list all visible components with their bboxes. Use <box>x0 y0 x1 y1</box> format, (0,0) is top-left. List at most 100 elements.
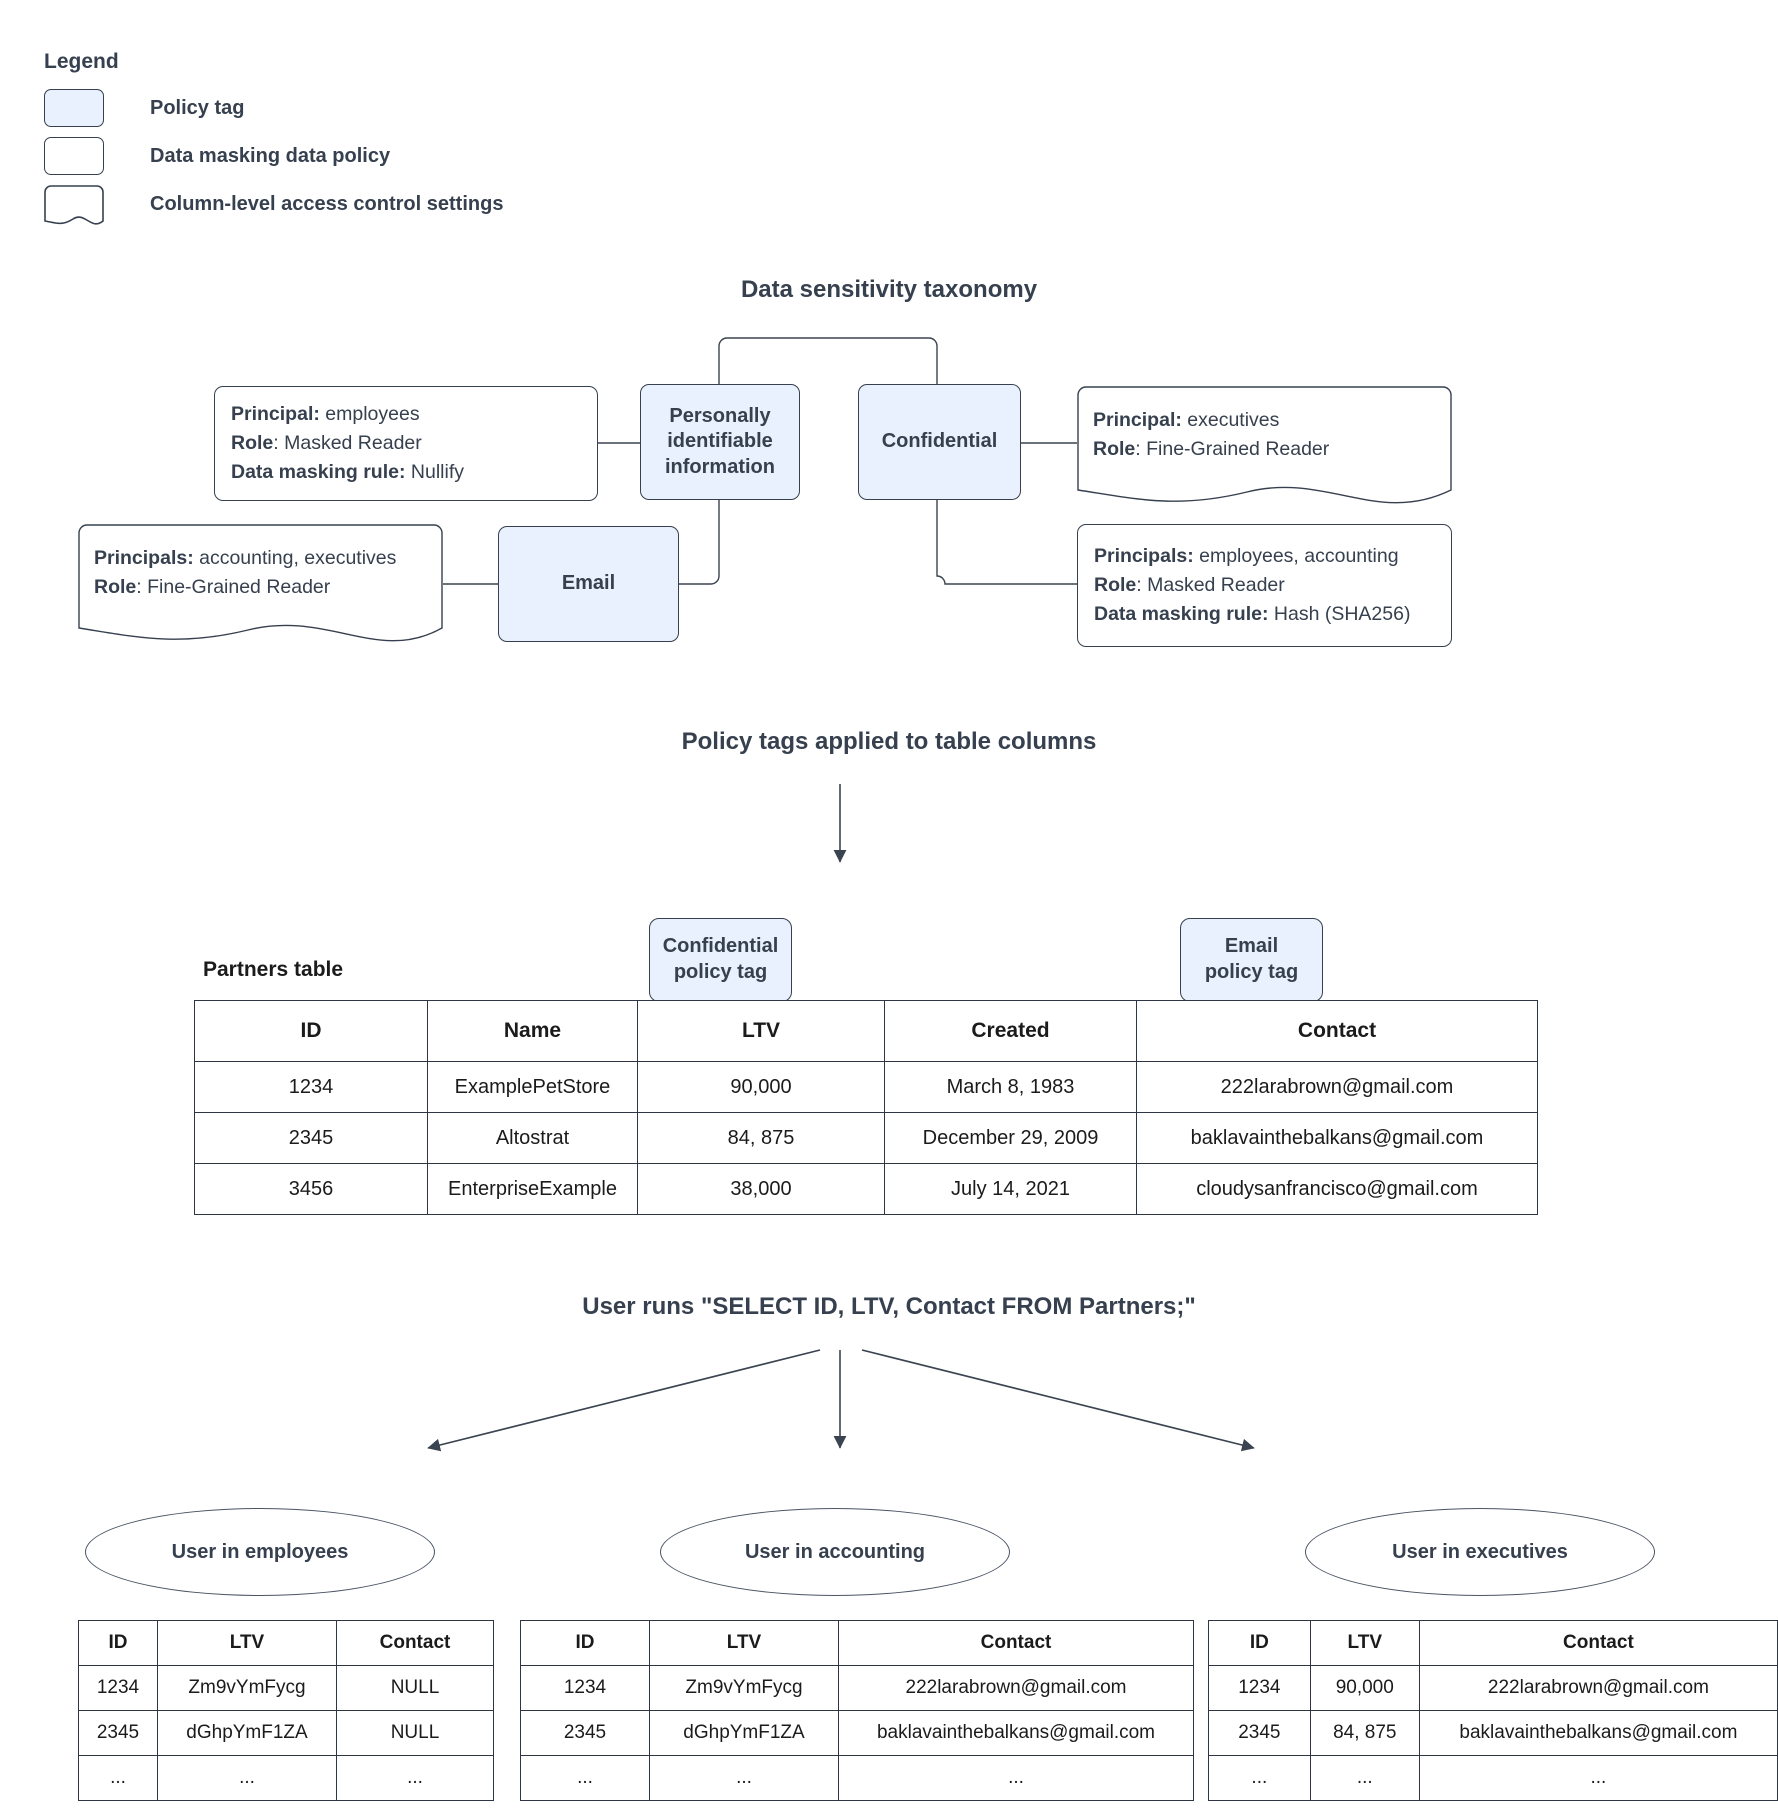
result-table-executives: ID LTV Contact 1234 90,000 222larabrown@… <box>1208 1620 1778 1801</box>
cell-ltv: 90,000 <box>637 1061 885 1113</box>
legend-item-policy-tag: Policy tag <box>44 84 503 132</box>
cell-id: 1234 <box>78 1665 158 1711</box>
access-control-email[interactable]: Principals: accounting, executives Role:… <box>78 524 443 649</box>
cell-ltv: ... <box>1309 1755 1420 1801</box>
column-header-contact: Contact <box>1136 1000 1538 1062</box>
actor-user-in-executives[interactable]: User in executives <box>1305 1508 1655 1596</box>
actor-user-in-employees[interactable]: User in employees <box>85 1508 435 1596</box>
policy-tag-badge-confidential[interactable]: Confidential policy tag <box>649 918 792 1002</box>
principal-value: employees <box>319 402 420 425</box>
badge-line-1: Email <box>1224 935 1279 958</box>
legend-item-label: Policy tag <box>150 96 245 119</box>
table-row: 1234 90,000 222larabrown@gmail.com <box>1208 1665 1778 1711</box>
cell-ltv: 90,000 <box>1309 1665 1420 1711</box>
actor-label: User in executives <box>1392 1540 1568 1563</box>
cell-contact: ... <box>838 1755 1194 1801</box>
masking-rule-value: Hash (SHA256) <box>1268 603 1411 626</box>
data-policy-confidential-masking-text: Principals: employees, accounting Role: … <box>1094 542 1410 630</box>
cell-id: 2345 <box>520 1710 650 1756</box>
role-label: Role <box>1094 573 1137 596</box>
access-control-swatch-icon <box>44 185 104 225</box>
column-header-id: ID <box>78 1620 158 1666</box>
role-label: Role <box>94 576 137 599</box>
principal-value: executives <box>1181 409 1280 431</box>
table-row: 2345 dGhpYmF1ZA NULL <box>78 1710 494 1756</box>
cell-contact: baklavainthebalkans@gmail.com <box>1418 1710 1778 1756</box>
taxonomy-heading: Data sensitivity taxonomy <box>740 276 1038 303</box>
cell-contact: ... <box>336 1755 494 1801</box>
table-header-row: ID LTV Contact <box>1208 1620 1778 1666</box>
table-row: ... ... ... <box>1208 1755 1778 1801</box>
policy-tag-email-label: Email <box>561 572 616 595</box>
column-header-created: Created <box>884 1000 1137 1062</box>
actor-label: User in accounting <box>744 1540 926 1563</box>
actor-user-in-accounting[interactable]: User in accounting <box>660 1508 1010 1596</box>
badge-line-2: policy tag <box>1204 961 1299 983</box>
policy-tag-email[interactable]: Email <box>498 526 679 642</box>
table-row: ... ... ... <box>78 1755 494 1801</box>
principal-value: employees, accounting <box>1193 544 1399 567</box>
table-row: 1234 Zm9vYmFycg 222larabrown@gmail.com <box>520 1665 1194 1711</box>
access-control-confidential-text: Principal: executives Role: Fine-Grained… <box>1093 406 1329 465</box>
table-row: ... ... ... <box>520 1755 1194 1801</box>
cell-name: Altostrat <box>427 1112 638 1164</box>
access-control-confidential[interactable]: Principal: executives Role: Fine-Grained… <box>1077 386 1452 511</box>
cell-contact: ... <box>1418 1755 1778 1801</box>
data-policy-pii-masking[interactable]: Principal: employees Role: Masked Reader… <box>214 386 598 501</box>
role-value: : Fine-Grained Reader <box>136 576 331 599</box>
cell-id: 1234 <box>194 1061 428 1113</box>
role-label: Role <box>1093 438 1136 461</box>
policy-tag-pii-label: Personally identifiable information <box>665 404 775 478</box>
policy-tag-confidential-label: Confidential <box>881 430 998 453</box>
column-header-contact: Contact <box>336 1620 494 1666</box>
policy-tag-swatch-icon <box>44 89 104 127</box>
role-value: : Masked Reader <box>1136 573 1285 596</box>
policy-tag-badge-email[interactable]: Email policy tag <box>1180 918 1323 1002</box>
cell-contact: 222larabrown@gmail.com <box>838 1665 1194 1711</box>
cell-id: 1234 <box>520 1665 650 1711</box>
masking-rule-value: Nullify <box>405 461 464 484</box>
table-row: 3456 EnterpriseExample 38,000 July 14, 2… <box>194 1163 1538 1215</box>
cell-created: March 8, 1983 <box>884 1061 1137 1113</box>
data-policy-pii-masking-text: Principal: employees Role: Masked Reader… <box>231 400 464 488</box>
legend-item-label: Column-level access control settings <box>150 192 504 215</box>
table-row: 2345 84, 875 baklavainthebalkans@gmail.c… <box>1208 1710 1778 1756</box>
cell-name: EnterpriseExample <box>427 1163 638 1215</box>
column-header-contact: Contact <box>1418 1620 1778 1666</box>
policy-tag-confidential[interactable]: Confidential <box>858 384 1021 500</box>
cell-id: ... <box>1208 1755 1311 1801</box>
role-value: : Fine-Grained Reader <box>1135 438 1330 461</box>
result-table-accounting: ID LTV Contact 1234 Zm9vYmFycg 222larabr… <box>520 1620 1194 1801</box>
cell-ltv: Zm9vYmFycg <box>157 1665 337 1711</box>
table-header-row: ID Name LTV Created Contact <box>194 1000 1538 1062</box>
principal-label: Principals: <box>1094 544 1194 567</box>
result-table-accounting-wrapper: ID LTV Contact 1234 Zm9vYmFycg 222larabr… <box>520 1620 1194 1801</box>
column-header-name: Name <box>427 1000 638 1062</box>
table-row: 2345 dGhpYmF1ZA baklavainthebalkans@gmai… <box>520 1710 1194 1756</box>
cell-id: 1234 <box>1208 1665 1311 1711</box>
cell-ltv: ... <box>649 1755 839 1801</box>
policy-tag-pii[interactable]: Personally identifiable information <box>640 384 800 500</box>
column-header-ltv: LTV <box>157 1620 337 1666</box>
taxonomy-connectors <box>443 337 1077 585</box>
query-heading: User runs "SELECT ID, LTV, Contact FROM … <box>582 1293 1196 1320</box>
principal-label: Principals: <box>94 547 194 569</box>
cell-ltv: 38,000 <box>637 1163 885 1215</box>
partners-table: ID Name LTV Created Contact 1234 Example… <box>194 1000 1538 1215</box>
legend: Legend Policy tag Data masking data poli… <box>44 50 503 228</box>
column-header-contact: Contact <box>838 1620 1194 1666</box>
principal-label: Principal: <box>231 402 320 425</box>
masking-rule-label: Data masking rule: <box>231 461 406 484</box>
cell-ltv: 84, 875 <box>1309 1710 1420 1756</box>
policy-tag-badge-email-label: Email policy tag <box>1205 934 1298 985</box>
cell-contact: baklavainthebalkans@gmail.com <box>838 1710 1194 1756</box>
legend-item-data-masking-policy: Data masking data policy <box>44 132 503 180</box>
cell-contact: 222larabrown@gmail.com <box>1418 1665 1778 1711</box>
cell-created: July 14, 2021 <box>884 1163 1137 1215</box>
badge-line-1: Confidential <box>662 935 779 958</box>
table-header-row: ID LTV Contact <box>520 1620 1194 1666</box>
legend-item-label: Data masking data policy <box>150 144 391 167</box>
data-policy-confidential-masking[interactable]: Principals: employees, accounting Role: … <box>1077 524 1452 647</box>
role-label: Role <box>231 431 274 454</box>
